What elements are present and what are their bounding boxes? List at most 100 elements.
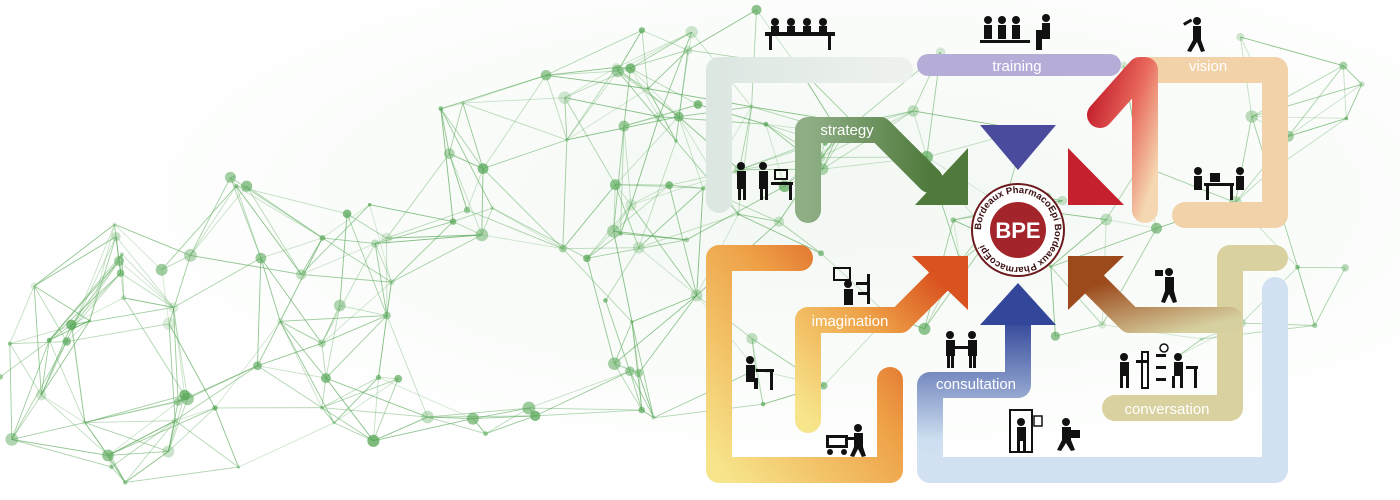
network-edge	[613, 125, 625, 232]
network-edge	[71, 260, 120, 326]
network-node	[477, 163, 489, 174]
network-node	[116, 269, 125, 278]
network-edge	[1177, 338, 1202, 357]
network-edge	[535, 409, 642, 417]
vision-arrow-path	[1087, 57, 1158, 223]
network-node	[253, 361, 262, 371]
network-edge	[466, 209, 564, 250]
network-edge	[1342, 65, 1347, 119]
network-edge	[168, 323, 176, 421]
network-edge	[279, 237, 323, 322]
network-edge	[1342, 65, 1363, 85]
network-edge	[1297, 267, 1316, 326]
network-edge	[121, 253, 174, 308]
network-edge	[765, 124, 785, 187]
network-edge	[562, 184, 616, 249]
network-edge	[321, 343, 327, 379]
network-edge	[686, 185, 785, 241]
network-edge	[629, 371, 643, 411]
network-edge	[374, 243, 388, 316]
network-node	[683, 45, 693, 55]
network-node	[237, 465, 241, 469]
network-edge	[952, 219, 961, 262]
vision-arrowhead	[1068, 148, 1124, 205]
network-node	[673, 111, 684, 122]
network-node	[607, 224, 621, 238]
consultation-arrowhead	[980, 283, 1056, 325]
network-edge	[321, 407, 428, 418]
network-edge	[738, 213, 822, 254]
network-edge	[630, 184, 670, 206]
lab-scientist-icon	[833, 267, 870, 305]
network-edge	[107, 451, 169, 456]
network-edge	[1288, 83, 1363, 137]
network-node	[1339, 61, 1348, 70]
network-node	[62, 337, 71, 346]
network-edge	[321, 315, 388, 344]
network-node	[174, 397, 183, 406]
network-edge	[482, 139, 568, 170]
label-conversation: conversation	[1124, 401, 1209, 418]
network-edge	[333, 378, 399, 424]
network-edge	[66, 320, 91, 342]
network-edge	[630, 67, 680, 117]
network-node	[119, 252, 125, 257]
network-edge	[322, 237, 376, 245]
network-node	[630, 320, 634, 324]
network-edge	[374, 243, 392, 283]
network-node	[319, 405, 324, 410]
network-edge	[756, 9, 798, 67]
network-edge	[630, 204, 698, 296]
network-edge	[566, 67, 617, 141]
network-node	[123, 480, 128, 485]
training-arrowhead	[980, 125, 1056, 170]
network-edge	[71, 272, 121, 326]
consultation-arrow-path	[917, 307, 1031, 453]
network-edge	[373, 418, 473, 442]
network-node	[5, 432, 19, 446]
network-edge	[187, 365, 258, 400]
network-edge	[114, 224, 162, 271]
reading-desk-icon	[746, 356, 774, 390]
network-node	[674, 139, 678, 143]
network-edge	[190, 254, 302, 275]
network-edge	[190, 185, 237, 256]
network-edge	[40, 320, 91, 396]
network-edge	[40, 394, 109, 456]
network-edge	[161, 185, 237, 271]
network-edge	[11, 438, 109, 456]
network-edge	[623, 104, 699, 127]
network-edge	[72, 236, 117, 330]
network-node	[212, 405, 218, 411]
network-node	[483, 431, 488, 437]
network-edge	[614, 295, 697, 365]
network-node	[162, 317, 176, 331]
network-node	[818, 250, 825, 257]
network-node	[751, 4, 762, 15]
network-edge	[613, 184, 670, 232]
network-edge	[613, 230, 687, 241]
network-edge	[321, 407, 335, 424]
network-edge	[616, 67, 679, 117]
network-edge	[214, 320, 281, 409]
network-node	[463, 206, 471, 214]
network-edge	[346, 213, 388, 316]
network-edge	[89, 224, 115, 321]
network-edge	[687, 9, 757, 51]
imagination-arrow-path	[795, 267, 953, 433]
network-edge	[33, 224, 115, 287]
network-edge	[466, 168, 484, 211]
network-node	[475, 228, 489, 242]
network-edge	[238, 422, 335, 468]
network-node	[522, 401, 536, 415]
network-edge	[616, 31, 692, 68]
network-node	[625, 366, 635, 376]
network-edge	[279, 321, 323, 408]
network-edge	[66, 323, 170, 342]
network-edge	[613, 204, 632, 232]
network-edge	[174, 365, 258, 422]
network-edge	[260, 257, 323, 344]
network-edge	[71, 297, 124, 326]
network-edge	[448, 153, 483, 236]
network-edge	[321, 305, 341, 344]
